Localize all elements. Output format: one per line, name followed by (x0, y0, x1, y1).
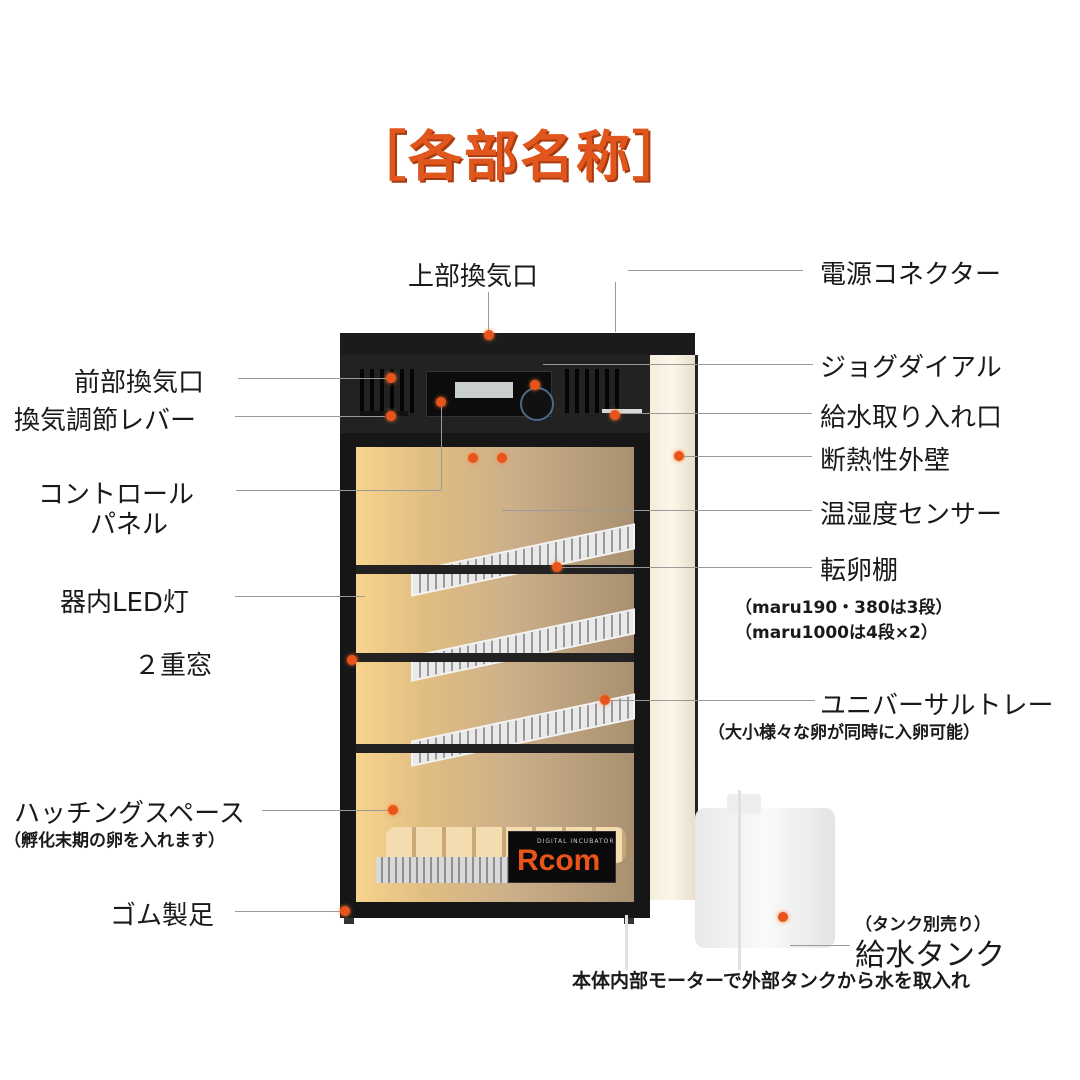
marker-dot (778, 912, 788, 922)
leader-line (615, 282, 616, 332)
marker-dot (674, 451, 684, 461)
vent-slot (400, 369, 404, 413)
control-head (340, 355, 650, 436)
marker-dot (468, 453, 478, 463)
egg-tray (411, 523, 635, 597)
shelf-bar (356, 565, 634, 574)
water-inlet-port (602, 409, 642, 413)
leader-line (557, 567, 812, 568)
label-top-vent: 上部換気口 (408, 262, 539, 292)
marker-dot (386, 373, 396, 383)
label-control-panel-line1: コントロール (38, 480, 195, 510)
incubator-illustration: DIGITAL INCUBATOR Rcom (340, 333, 700, 924)
label-tank-note: （タンク別売り） (855, 915, 991, 935)
rubber-foot (624, 918, 634, 924)
logo-subtitle: DIGITAL INCUBATOR (537, 838, 615, 845)
water-tank-illustration (695, 794, 835, 948)
marker-dot (600, 695, 610, 705)
label-led-light: 器内LED灯 (60, 588, 189, 618)
window-glass (356, 447, 635, 902)
label-egg-turning-shelf: 転卵棚 (820, 556, 899, 586)
leader-line (262, 810, 392, 811)
leader-line (628, 270, 803, 271)
leader-line (612, 413, 812, 414)
top-slope (640, 333, 695, 355)
marker-dot (497, 453, 507, 463)
label-insulated-wall: 断熱性外壁 (820, 446, 951, 476)
label-egg-turning-note-1: （maru190・380は3段） (735, 598, 953, 618)
leader-line (235, 416, 385, 417)
label-vent-lever: 換気調節レバー (14, 406, 197, 436)
marker-dot (484, 330, 494, 340)
leader-line (235, 911, 343, 912)
top-cap (340, 333, 695, 355)
vent-slot (595, 369, 599, 413)
marker-dot (347, 655, 357, 665)
leader-line (790, 945, 850, 946)
leader-line (543, 364, 813, 365)
vent-slot (615, 369, 619, 413)
shelf-bar (356, 653, 634, 662)
leader-line (680, 456, 812, 457)
vent-slot (360, 369, 364, 413)
label-double-window: ２重窓 (134, 651, 213, 681)
label-egg-turning-note-2: （maru1000は4段×2） (735, 623, 938, 643)
label-water-inlet: 給水取り入れ口 (820, 403, 1003, 433)
rubber-foot (344, 918, 354, 924)
leader-line (605, 700, 815, 701)
label-water-tank: 給水タンク (855, 938, 1005, 973)
vent-slot (605, 369, 609, 413)
marker-dot (552, 562, 562, 572)
water-tube (625, 915, 628, 970)
egg-tray (411, 608, 635, 682)
vent-slot (370, 369, 374, 413)
shelf-bar (356, 744, 634, 753)
leader-line (488, 292, 489, 334)
label-control-panel-line2: パネル (90, 510, 169, 540)
vent-slot (410, 369, 414, 413)
label-jog-dial: ジョグダイアル (820, 353, 1002, 383)
tank-neck (727, 794, 761, 814)
marker-dot (388, 805, 398, 815)
vent-lever (360, 411, 408, 416)
logo-text: Rcom (517, 844, 601, 877)
label-universal-tray-note: （大小様々な卵が同時に入卵可能） (708, 723, 980, 743)
leader-line (441, 400, 442, 490)
marker-dot (340, 906, 350, 916)
leader-line (236, 490, 441, 491)
label-front-vent: 前部換気口 (74, 368, 205, 398)
label-temp-humidity-sensor: 温湿度センサー (820, 500, 1003, 530)
marker-dot (530, 380, 540, 390)
marker-dot (386, 411, 396, 421)
label-universal-tray: ユニバーサルトレー (820, 691, 1054, 721)
label-power-connector: 電源コネクター (820, 260, 1001, 290)
label-hatching-space-note: （孵化末期の卵を入れます） (4, 831, 225, 851)
water-tube (738, 790, 741, 970)
insulated-side-wall (650, 355, 698, 900)
marker-dot (610, 410, 620, 420)
bottom-caption: 本体内部モーターで外部タンクから水を取入れ (572, 970, 970, 992)
label-hatching-space: ハッチングスペース (14, 799, 245, 829)
rcom-logo: DIGITAL INCUBATOR Rcom (508, 831, 616, 883)
lcd-display (455, 382, 513, 398)
leader-line (235, 596, 365, 597)
marker-dot (436, 397, 446, 407)
vent-slot (565, 369, 569, 413)
vent-slot (575, 369, 579, 413)
double-window-door: DIGITAL INCUBATOR Rcom (340, 433, 650, 918)
label-rubber-feet: ゴム製足 (110, 901, 215, 931)
page-title: ［各部名称］ (352, 125, 688, 188)
vent-slot (585, 369, 589, 413)
leader-line (502, 510, 812, 511)
leader-line (238, 378, 388, 379)
vent-slot (380, 369, 384, 413)
jog-dial-knob (520, 387, 554, 421)
vent-slot (390, 369, 394, 413)
